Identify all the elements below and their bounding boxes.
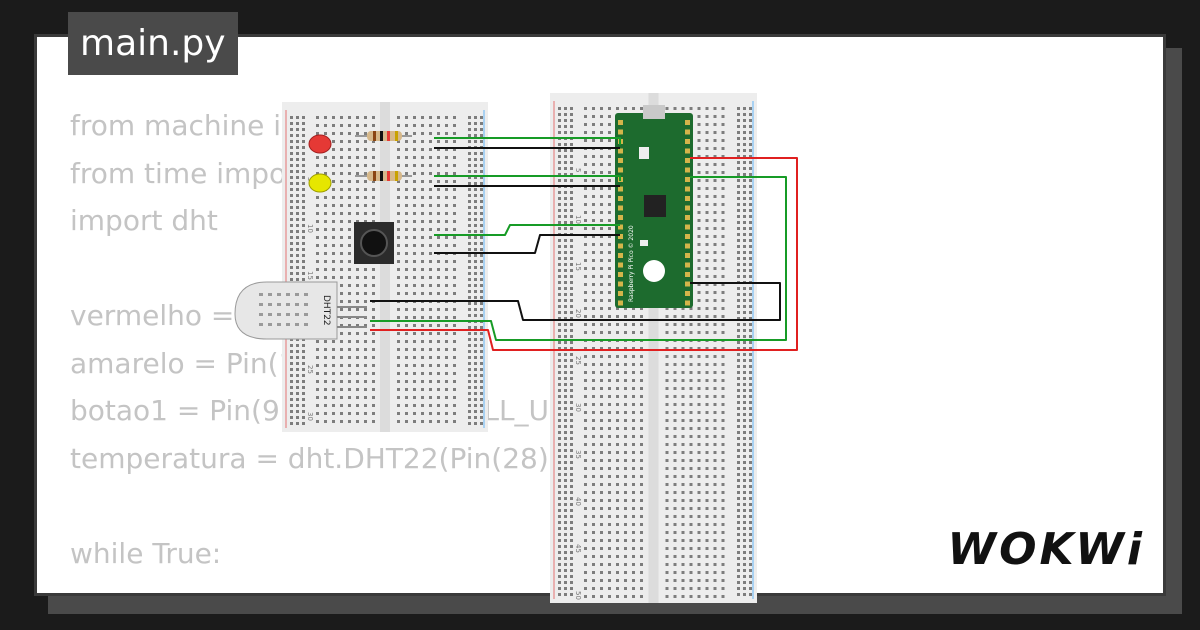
row-number: 20 <box>574 309 582 318</box>
breadboard-holes <box>737 107 752 596</box>
wokwi-logo: WOKWi <box>947 524 1145 575</box>
row-number: 35 <box>574 450 582 459</box>
row-number: 15 <box>306 271 314 280</box>
code-line: while True: <box>70 536 222 570</box>
resistor-band <box>380 131 383 141</box>
wire-black <box>370 282 781 321</box>
wire-green <box>370 176 787 341</box>
row-number: 10 <box>306 224 314 233</box>
raspberry-logo <box>643 260 665 282</box>
wire-green <box>434 224 620 236</box>
debug-pads <box>640 240 648 246</box>
dht22-label: DHT22 <box>321 295 331 326</box>
resistor-band <box>395 131 398 141</box>
wire-red <box>370 157 798 351</box>
resistor <box>355 171 412 181</box>
file-name-tab: main.py <box>68 12 238 75</box>
circuit-diagram: 510152025305101520253035404550DHT22Raspb… <box>234 93 798 603</box>
push-button <box>354 222 394 264</box>
raspberry-pi-pico: Raspberry Pi Pico © 2020 <box>615 105 693 308</box>
wire-green <box>434 137 621 145</box>
row-number: 10 <box>574 215 582 224</box>
row-number: 50 <box>574 591 582 600</box>
row-number: 40 <box>574 497 582 506</box>
breadboard-holes <box>558 107 573 596</box>
wire-black <box>434 234 620 254</box>
rp2040-chip <box>644 195 666 217</box>
row-number: 45 <box>574 544 582 553</box>
breadboard-holes <box>468 116 483 425</box>
row-number: 5 <box>574 168 582 172</box>
resistor-band <box>380 171 383 181</box>
bootsel-button <box>639 147 649 159</box>
row-number: 30 <box>574 403 582 412</box>
row-number: 25 <box>574 356 582 365</box>
breadboard-holes <box>290 116 305 425</box>
resistor-band <box>373 171 376 181</box>
resistor-band <box>373 131 376 141</box>
red-led <box>308 134 332 154</box>
code-line: import dht <box>70 204 218 237</box>
wire-green <box>434 175 621 181</box>
resistor-band <box>395 171 398 181</box>
row-number: 25 <box>306 365 314 374</box>
row-number: 30 <box>306 412 314 421</box>
pico-label: Raspberry Pi Pico © 2020 <box>628 225 635 302</box>
dht22-sensor: DHT22 <box>234 281 367 340</box>
yellow-led <box>308 173 332 193</box>
right-breadboard-center-gap <box>648 93 659 603</box>
resistor <box>355 131 412 141</box>
usb-connector <box>643 105 665 119</box>
push-button-cap <box>360 229 388 257</box>
row-number: 15 <box>574 262 582 271</box>
code-line: temperatura = dht.DHT22(Pin(28)) <box>70 441 560 475</box>
resistor-band <box>387 131 390 141</box>
left-breadboard-center-gap <box>380 102 390 432</box>
resistor-band <box>387 171 390 181</box>
